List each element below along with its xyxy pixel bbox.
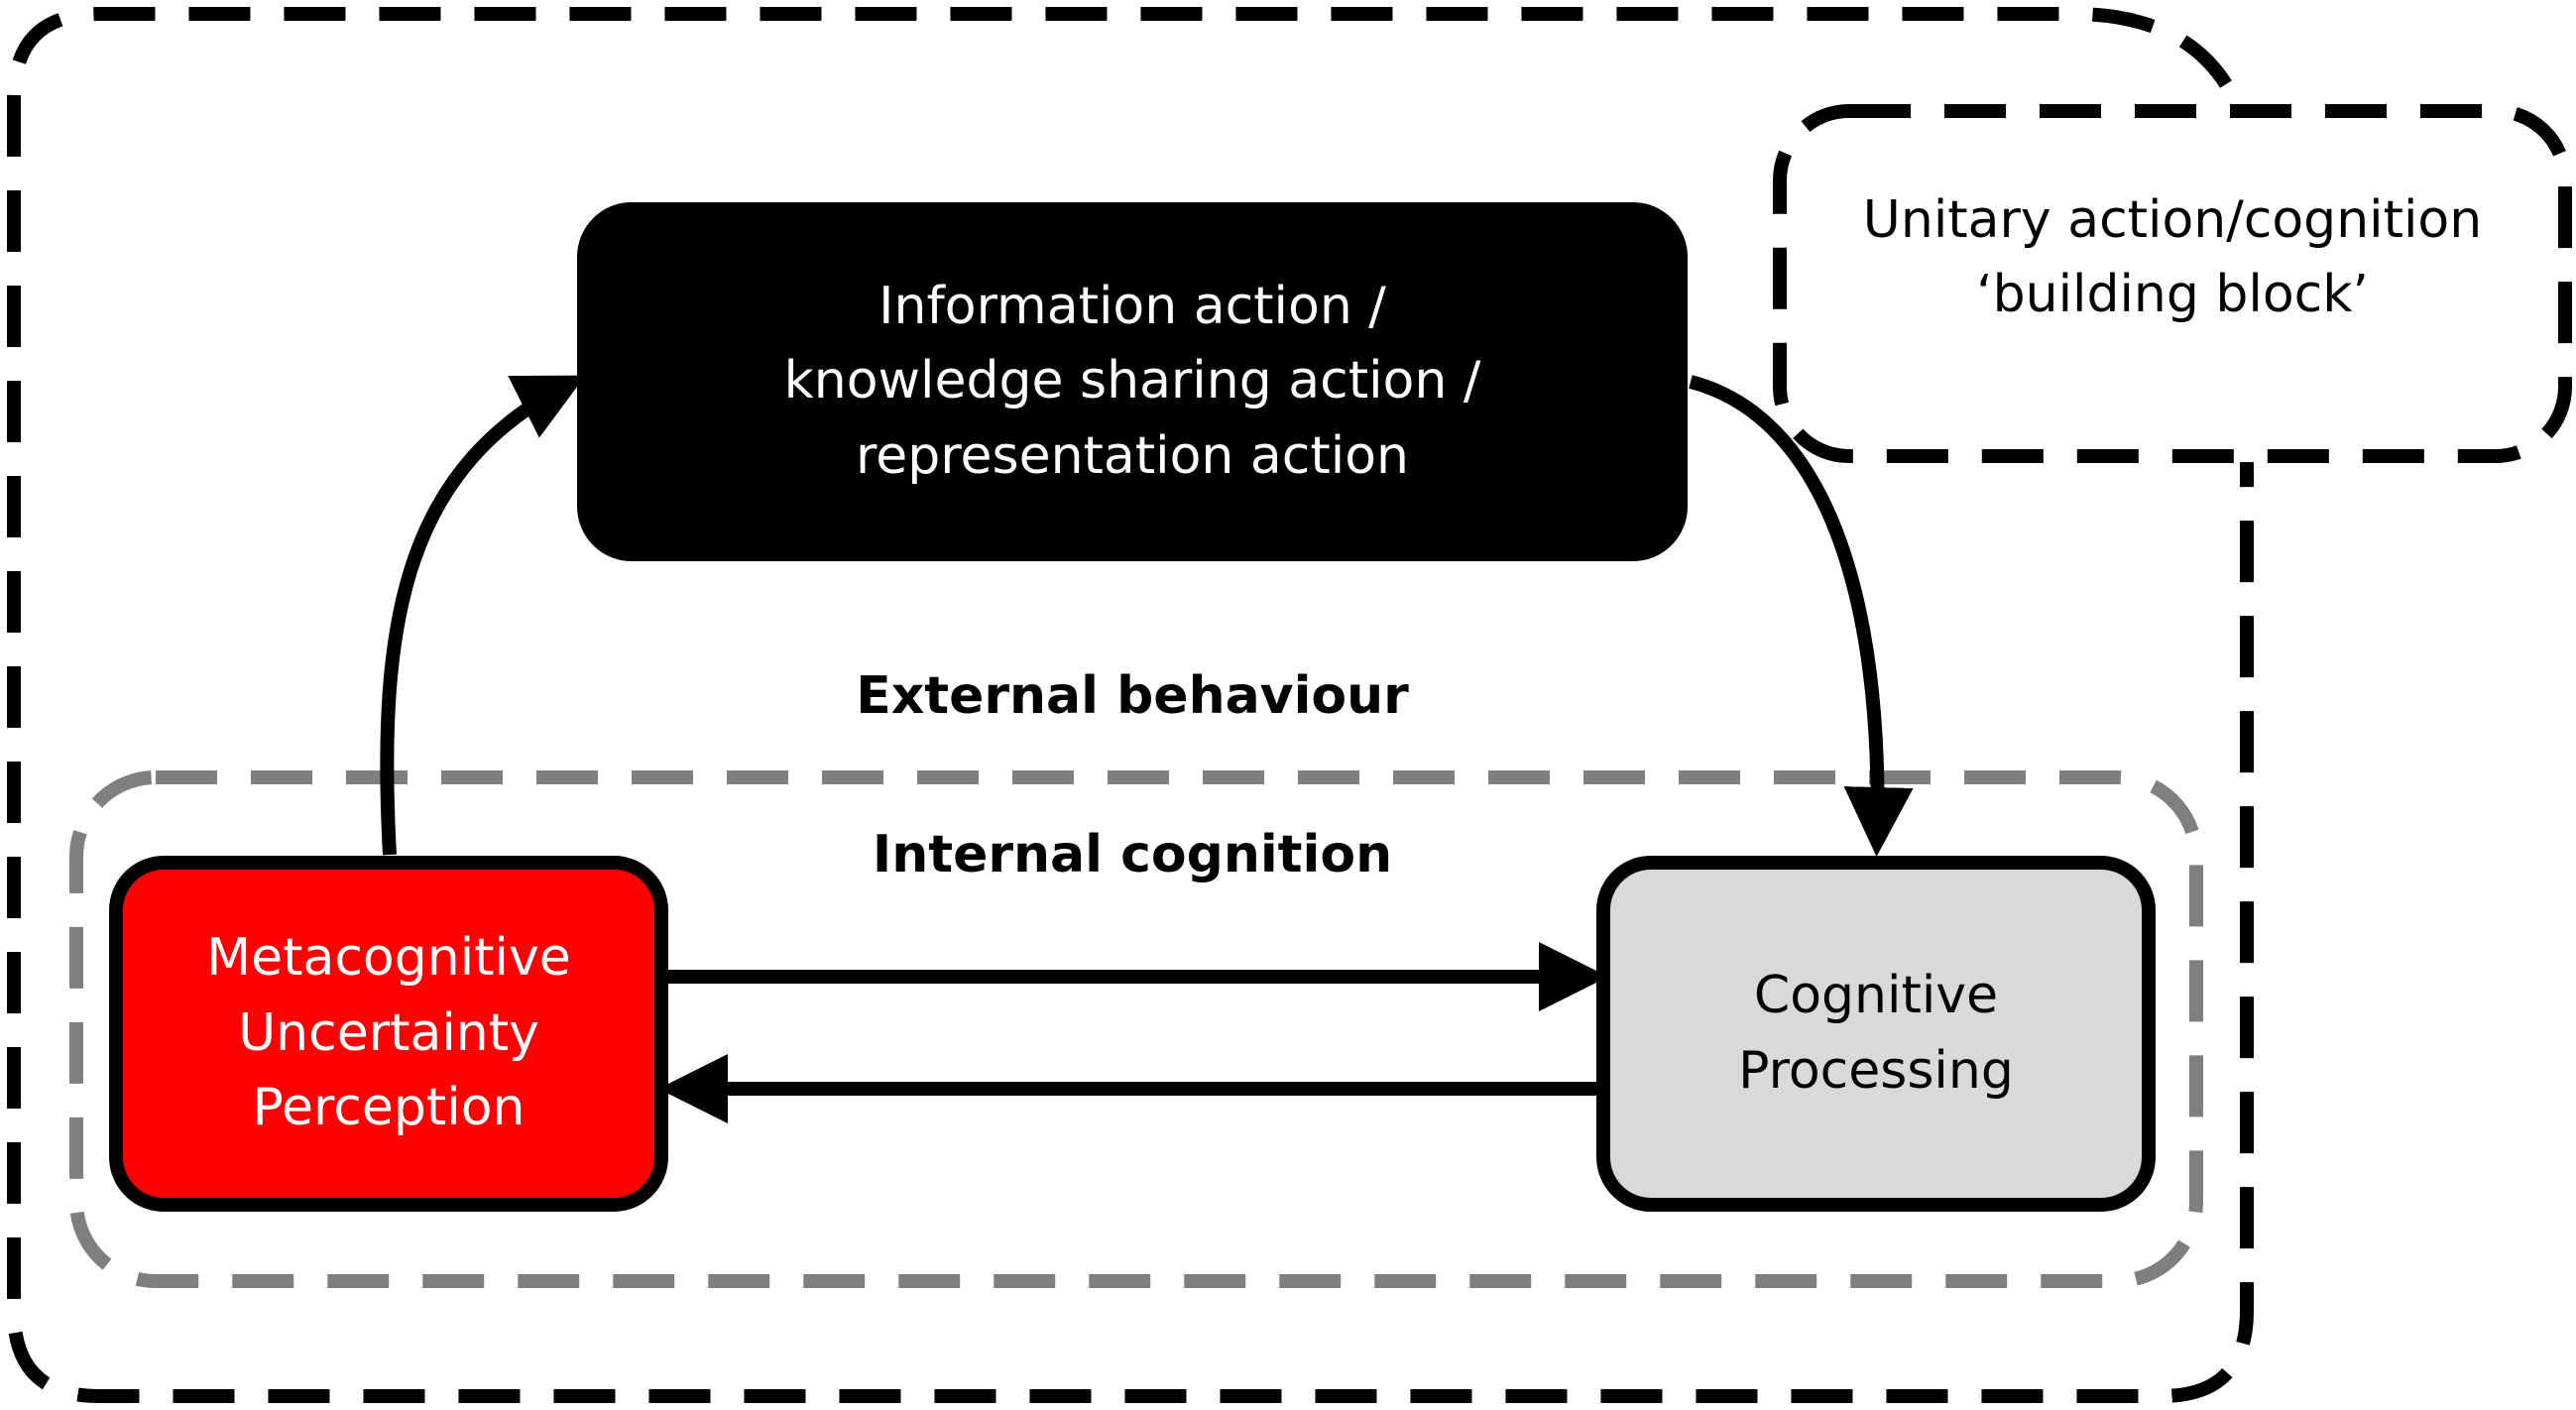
legend-text: Unitary action/cognition ‘building block…: [1780, 188, 2565, 327]
information-action-node: [577, 202, 1688, 561]
cognitive-processing-line-1: Cognitive: [1753, 966, 1999, 1026]
external-behaviour-boundary: [7, 7, 2254, 1403]
legend-line-1: Unitary action/cognition: [1862, 189, 2483, 250]
arrow-information-action-to-cognitive: [1689, 375, 1914, 857]
cognitive-processing-node: [1596, 856, 2156, 1212]
information-action-line-1: Information action /: [878, 276, 1386, 336]
cognitive-processing-text: Cognitive Processing: [1603, 863, 2149, 1205]
cognitive-processing-line-2: Processing: [1738, 1040, 2014, 1101]
external-behaviour-label: External behaviour: [856, 666, 1409, 726]
metacognitive-node: [109, 856, 668, 1212]
metacognitive-line-2: Uncertainty: [238, 1002, 539, 1063]
information-action-line-3: representation action: [856, 425, 1409, 486]
internal-cognition-boundary: [69, 770, 2203, 1288]
legend-building-block-box: [1773, 104, 2572, 463]
information-action-text: Information action / knowledge sharing a…: [577, 202, 1688, 561]
metacognitive-line-1: Metacognitive: [206, 928, 571, 989]
arrow-metacognitive-to-information-action: [380, 375, 586, 856]
legend-line-2: ‘building block’: [1976, 265, 2369, 324]
information-action-line-2: knowledge sharing action /: [783, 351, 1481, 411]
metacognitive-line-3: Perception: [252, 1078, 526, 1138]
metacognitive-text: Metacognitive Uncertainty Perception: [116, 863, 661, 1205]
internal-cognition-label: Internal cognition: [872, 825, 1393, 884]
